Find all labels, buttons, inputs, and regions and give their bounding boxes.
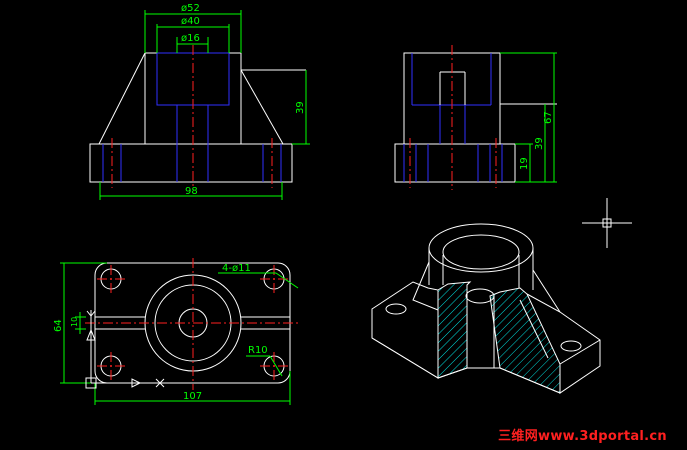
front-view-dimension-lines <box>99 10 310 200</box>
dim-diameter-16: ø16 <box>181 33 200 44</box>
dim-base-19: 19 <box>519 157 530 170</box>
crosshair-cursor-icon <box>582 198 632 248</box>
side-view: 67 39 19 <box>394 45 557 190</box>
side-view-outline <box>394 52 557 183</box>
front-view-hidden-lines <box>102 52 282 182</box>
front-view-outline <box>89 52 306 183</box>
side-view-center-lines <box>409 45 497 190</box>
dim-width-107: 107 <box>183 391 202 402</box>
section-hatch-left <box>437 281 472 379</box>
front-view: ø52 ø40 ø16 39 98 <box>89 3 310 200</box>
section-hatch-right <box>489 287 561 394</box>
dim-height-39: 39 <box>295 101 306 114</box>
dim-diameter-40: ø40 <box>181 16 200 27</box>
front-view-center-lines <box>111 45 273 190</box>
top-view-center-lines <box>85 258 300 390</box>
dim-diameter-52: ø52 <box>181 3 200 14</box>
dim-radius-r10: R10 <box>248 345 268 356</box>
isometric-outline <box>371 223 601 394</box>
side-view-dimension-lines <box>500 52 557 183</box>
dim-depth-64: 64 <box>53 319 64 332</box>
ucs-axis-icon <box>85 310 165 389</box>
dim-middle-39: 39 <box>534 137 545 150</box>
dim-total-67: 67 <box>543 111 554 124</box>
dim-small-10: 10 <box>70 317 79 327</box>
dim-holes-4x11: 4-ø11 <box>222 263 251 274</box>
dim-width-98: 98 <box>185 186 198 197</box>
side-view-hidden-lines <box>403 53 503 182</box>
isometric-section-view <box>371 223 601 394</box>
top-view: 64 10 107 4-ø11 R10 <box>53 258 300 405</box>
watermark: 三维网www.3dportal.cn <box>498 429 667 444</box>
top-view-dimension-lines <box>60 262 299 405</box>
